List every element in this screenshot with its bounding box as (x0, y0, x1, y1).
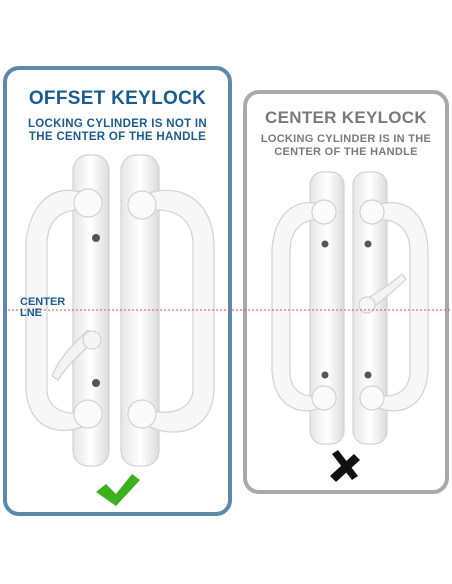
center-screw-hole-3 (321, 371, 329, 379)
center-right-knob-top (359, 199, 385, 225)
center-keylock-subtitle: LOCKING CYLINDER IS IN THE CENTER OF THE… (247, 133, 445, 159)
center-line-label-line-2: LNE (20, 307, 42, 319)
center-lever-hub (358, 296, 376, 314)
offset-left-knob-top (73, 188, 103, 218)
center-left-plate (309, 171, 345, 445)
x-mark-icon (330, 450, 360, 482)
center-screw-hole-2 (364, 240, 372, 248)
center-screw-hole-4 (364, 371, 372, 379)
center-line-label: CENTER LNE (20, 297, 65, 319)
center-screw-hole-1 (321, 240, 329, 248)
offset-keylock-title: OFFSET KEYLOCK (28, 88, 207, 109)
center-subtitle-line-2: CENTER OF THE HANDLE (274, 146, 418, 158)
offset-right-knob-top (127, 190, 157, 220)
center-left-knob-top (311, 199, 337, 225)
offset-subtitle-line-2: THE CENTER OF THE HANDLE (28, 131, 207, 143)
center-subtitle-line-1: LOCKING CYLINDER IS IN THE (260, 133, 432, 145)
center-right-knob-bottom (359, 385, 385, 411)
offset-screw-hole-top (92, 234, 100, 242)
offset-screw-hole-bottom (92, 379, 100, 387)
offset-right-knob-bottom (127, 399, 157, 429)
center-left-knob-bottom (311, 385, 337, 411)
offset-left-knob-bottom (73, 399, 103, 429)
center-handle-set (271, 171, 429, 445)
offset-lever-hub (82, 330, 102, 350)
center-keylock-title: CENTER KEYLOCK (265, 108, 427, 127)
center-lock-lever (364, 273, 407, 311)
offset-keylock-subtitle: LOCKING CYLINDER IS NOT IN THE CENTER OF… (7, 118, 228, 144)
check-mark-icon (96, 474, 140, 506)
center-line-label-line-1: CENTER (20, 296, 66, 308)
offset-subtitle-line-1: LOCKING CYLINDER IS NOT IN (27, 118, 208, 130)
